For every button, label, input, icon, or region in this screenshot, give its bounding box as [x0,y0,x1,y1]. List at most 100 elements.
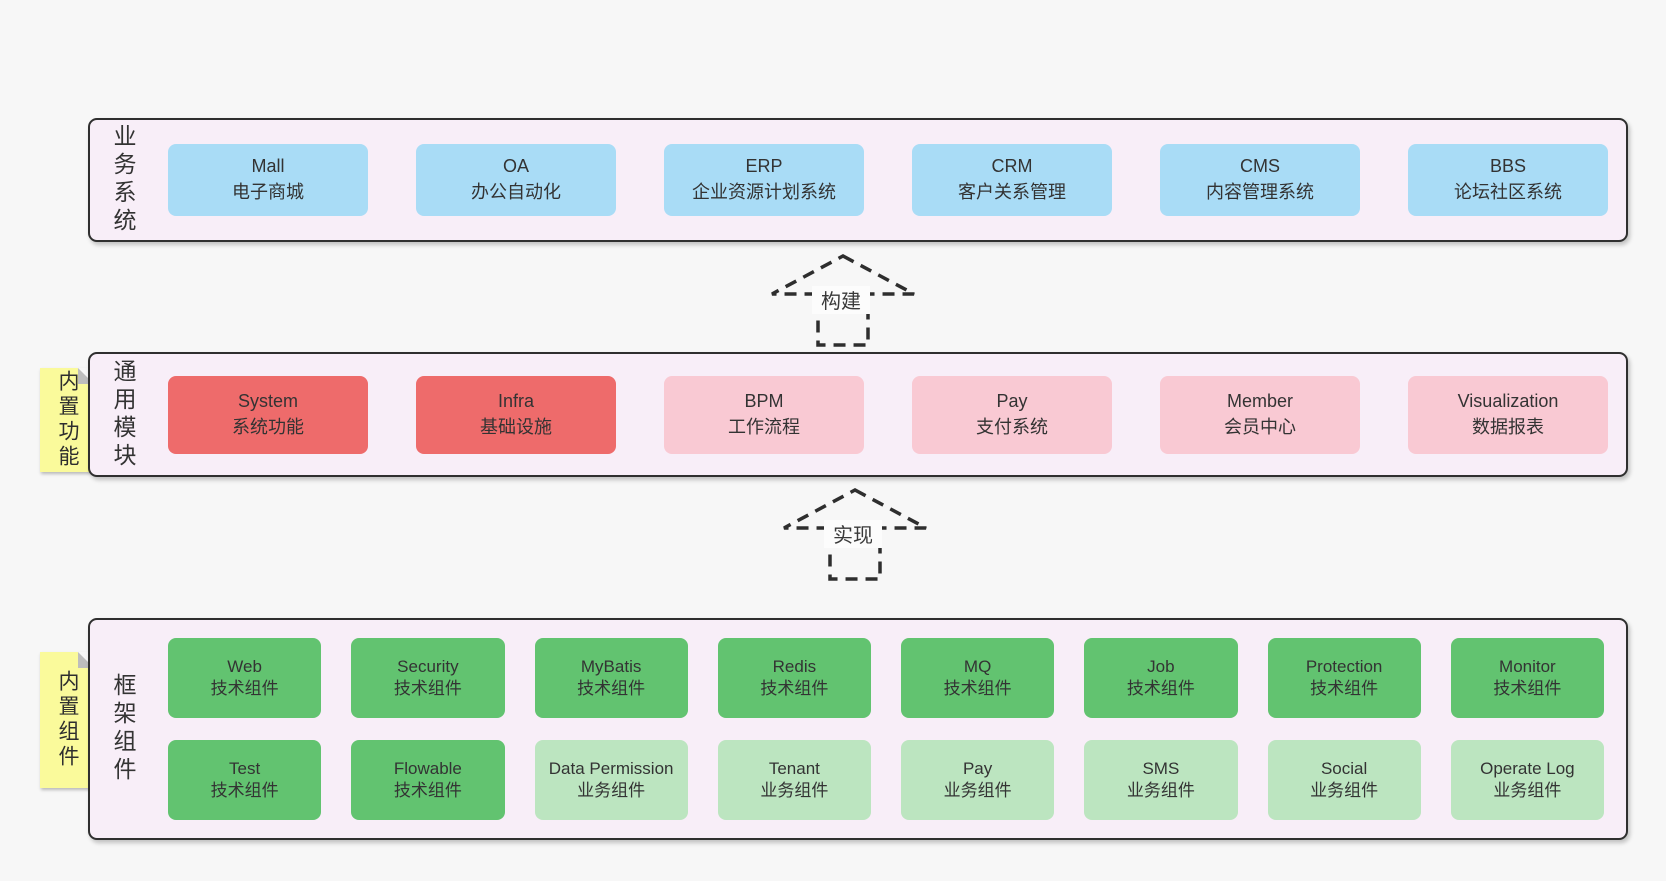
box-tenant: Tenant 业务组件 [717,740,871,820]
box-infra: Infra 基础设施 [416,375,616,454]
box-subtitle: 技术组件 [760,679,829,698]
box-subtitle: 业务组件 [760,781,829,800]
box-subtitle: 业务组件 [1126,781,1195,800]
box-title: Flowable [393,758,462,778]
box-redis: Redis 技术组件 [717,638,871,718]
business-boxes-row: Mall 电子商城 OA 办公自动化 ERP 企业资源计划系统 CRM 客户关系… [140,144,1626,216]
box-title: BPM [744,390,784,411]
box-title: Infra [497,390,535,411]
box-subtitle: 工作流程 [728,416,800,437]
box-subtitle: 数据报表 [1472,416,1544,437]
framework-boxes-grid: Web 技术组件 Security 技术组件 MyBatis 技术组件 Redi… [140,638,1626,820]
box-title: Monitor [1499,656,1556,676]
layer-framework-components: 框架组件 Web 技术组件 Security 技术组件 MyBatis 技术组件… [88,618,1628,840]
box-flowable: Flowable 技术组件 [351,740,505,820]
box-test: Test 技术组件 [168,740,322,820]
box-subtitle: 论坛社区系统 [1454,182,1562,202]
box-title: Pay [962,758,993,778]
box-crm: CRM 客户关系管理 [912,144,1112,216]
box-title: System [237,390,298,411]
box-protection: Protection 技术组件 [1267,638,1421,718]
box-visualization: Visualization 数据报表 [1408,375,1608,454]
sticky-note-builtin-components: 内置组件 [40,652,94,788]
box-bbs: BBS 论坛社区系统 [1408,144,1608,216]
box-title: Protection [1305,656,1383,676]
box-title: Mall [251,156,285,177]
layer-label-business: 业务系统 [110,124,136,236]
box-pay-module: Pay 支付系统 [912,375,1112,454]
box-pay-component: Pay 业务组件 [901,740,1055,820]
box-subtitle: 基础设施 [480,416,552,437]
box-title: Social [1320,758,1368,778]
box-operate-log: Operate Log 业务组件 [1450,740,1604,820]
box-subtitle: 业务组件 [943,781,1012,800]
box-title: Visualization [1457,390,1559,411]
box-subtitle: 技术组件 [393,679,462,698]
box-erp: ERP 企业资源计划系统 [664,144,864,216]
box-cms: CMS 内容管理系统 [1160,144,1360,216]
layer-label-modules: 通用模块 [110,358,136,471]
box-subtitle: 会员中心 [1224,416,1296,437]
modules-boxes-row: System 系统功能 Infra 基础设施 BPM 工作流程 Pay 支付系统… [140,375,1626,454]
box-title: Tenant [768,758,820,778]
box-title: Pay [996,390,1028,411]
box-system: System 系统功能 [168,375,368,454]
box-title: SMS [1142,758,1180,778]
layer-common-modules: 通用模块 System 系统功能 Infra 基础设施 BPM 工作流程 Pay… [88,352,1628,477]
box-bpm: BPM 工作流程 [664,375,864,454]
box-title: OA [502,156,529,177]
box-subtitle: 技术组件 [1493,679,1562,698]
layer-business-systems: 业务系统 Mall 电子商城 OA 办公自动化 ERP 企业资源计划系统 CRM… [88,118,1628,242]
build-arrow-icon: 构建 [771,254,915,347]
sticky-note-label: 内置功能 [56,370,79,470]
layer-label-framework: 框架组件 [110,673,136,785]
box-subtitle: 业务组件 [577,781,646,800]
box-subtitle: 支付系统 [976,416,1048,437]
box-title: Job [1147,656,1175,676]
box-title: Member [1226,390,1293,411]
box-subtitle: 技术组件 [393,781,462,800]
box-subtitle: 办公自动化 [471,182,561,202]
box-mybatis: MyBatis 技术组件 [534,638,688,718]
box-title: ERP [745,156,783,177]
box-title: Redis [772,656,817,676]
box-title: MQ [963,656,992,676]
box-mq: MQ 技术组件 [901,638,1055,718]
box-social: Social 业务组件 [1267,740,1421,820]
box-subtitle: 技术组件 [210,679,279,698]
box-security: Security 技术组件 [351,638,505,718]
box-title: BBS [1489,156,1527,177]
box-web: Web 技术组件 [168,638,322,718]
box-oa: OA 办公自动化 [416,144,616,216]
box-title: Data Permission [548,758,674,778]
box-subtitle: 技术组件 [210,781,279,800]
box-monitor: Monitor 技术组件 [1450,638,1604,718]
box-title: Operate Log [1480,758,1575,778]
build-arrow-label: 构建 [821,290,861,313]
box-subtitle: 技术组件 [1126,679,1195,698]
box-mall: Mall 电子商城 [168,144,368,216]
box-job: Job 技术组件 [1084,638,1238,718]
box-title: CRM [991,156,1033,177]
box-sms: SMS 业务组件 [1084,740,1238,820]
box-title: Web [227,656,262,676]
box-title: CMS [1240,156,1280,177]
box-title: Security [397,656,459,676]
sticky-note-builtin-functions: 内置功能 [40,368,94,472]
box-data-permission: Data Permission 业务组件 [534,740,688,820]
box-subtitle: 企业资源计划系统 [692,182,836,202]
box-subtitle: 电子商城 [232,182,304,202]
box-member: Member 会员中心 [1160,375,1360,454]
box-subtitle: 技术组件 [1310,679,1379,698]
implement-arrow-label: 实现 [833,524,873,547]
box-subtitle: 业务组件 [1493,781,1562,800]
box-subtitle: 内容管理系统 [1206,182,1314,202]
box-subtitle: 技术组件 [577,679,646,698]
box-subtitle: 技术组件 [943,679,1012,698]
box-title: MyBatis [580,656,642,676]
box-subtitle: 系统功能 [232,416,304,437]
box-subtitle: 客户关系管理 [958,182,1066,202]
sticky-note-label: 内置组件 [56,670,79,770]
implement-arrow-icon: 实现 [783,488,927,581]
